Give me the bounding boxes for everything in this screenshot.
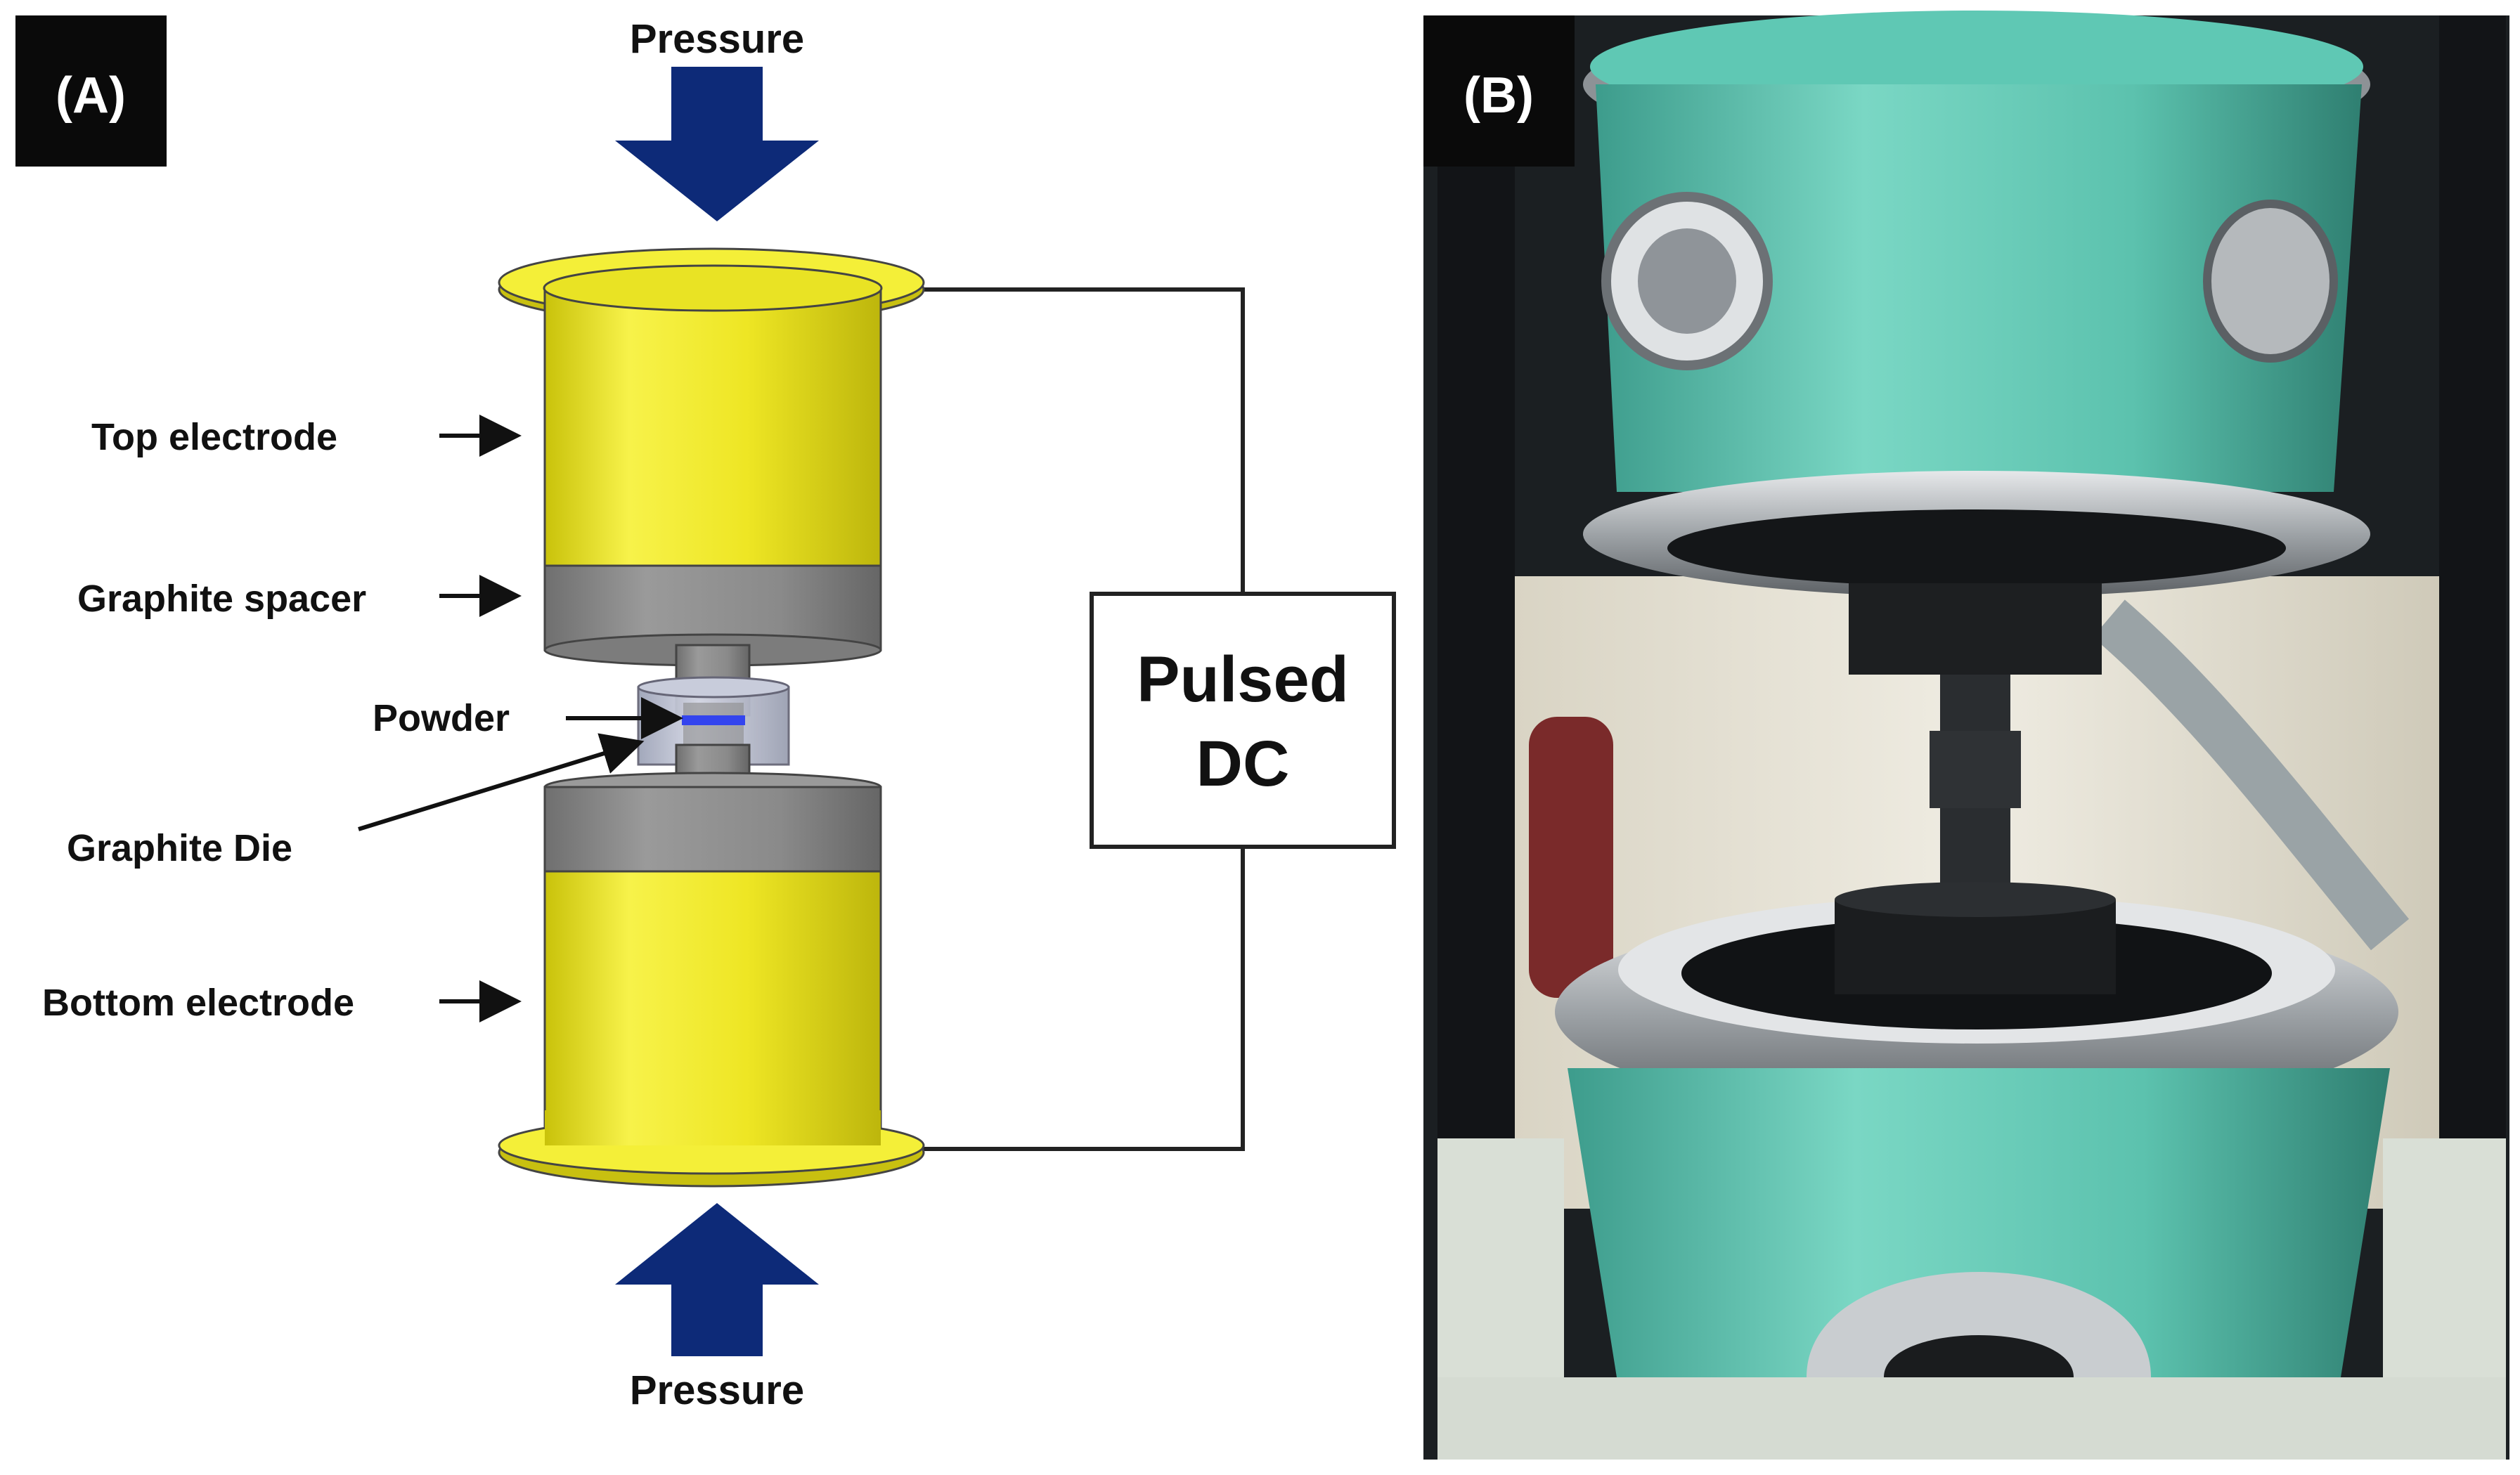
panel-b-tag: (B) bbox=[1423, 15, 1575, 167]
label-powder: Powder bbox=[373, 697, 510, 739]
label-top-electrode: Top electrode bbox=[91, 416, 337, 458]
label-bottom-electrode: Bottom electrode bbox=[42, 982, 354, 1024]
powder-layer bbox=[682, 715, 745, 725]
pressure-arrow-up-icon bbox=[615, 1203, 819, 1356]
feedthrough-right bbox=[2203, 200, 2338, 363]
pulsed-dc-power-supply: Pulsed DC bbox=[1090, 592, 1396, 849]
pressure-arrow-down-icon bbox=[615, 67, 819, 221]
panel-b-tag-text: (B) bbox=[1463, 67, 1534, 124]
panel-b-photo: (B) bbox=[1423, 11, 2509, 1460]
panel-a-tag: (A) bbox=[15, 15, 167, 167]
top-electrode bbox=[498, 247, 925, 567]
panel-a-tag-text: (A) bbox=[56, 67, 126, 124]
bottom-electrode bbox=[498, 870, 925, 1188]
top-graphite-spacer bbox=[543, 564, 882, 667]
panel-a: (A) Pressure Pressure Pulsed DC bbox=[15, 15, 1396, 1413]
label-graphite-spacer: Graphite spacer bbox=[77, 578, 366, 620]
pulsed-dc-line1: Pulsed bbox=[1137, 644, 1349, 715]
pulsed-dc-line2: DC bbox=[1196, 728, 1290, 800]
arrow-graphite-die bbox=[358, 733, 645, 831]
pressure-label-bottom: Pressure bbox=[630, 1367, 804, 1413]
viewport-left bbox=[1601, 192, 1773, 370]
pressure-label-top: Pressure bbox=[630, 16, 804, 62]
bottom-graphite-spacer bbox=[543, 772, 882, 873]
circuit-wire bbox=[921, 287, 1245, 1151]
label-graphite-die: Graphite Die bbox=[67, 827, 292, 869]
